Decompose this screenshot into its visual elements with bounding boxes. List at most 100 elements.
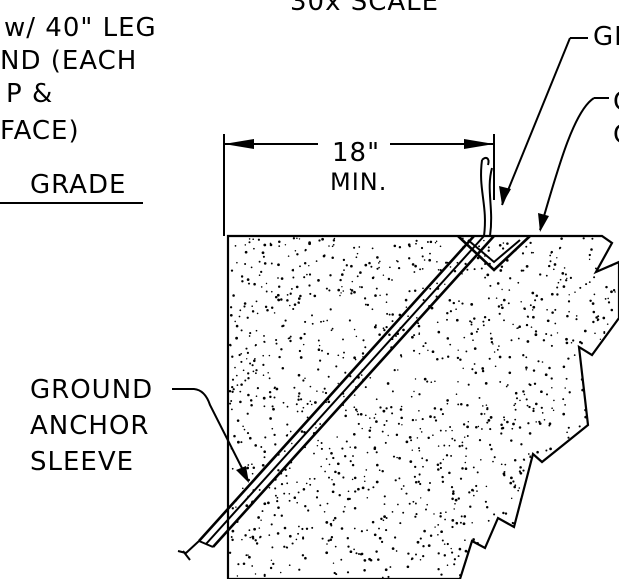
stipple-dot: [404, 298, 408, 302]
stipple-dot: [320, 320, 322, 323]
stipple-dot: [612, 289, 616, 292]
stipple-dot: [247, 377, 250, 380]
stipple-dot: [349, 288, 352, 291]
stipple-dot: [324, 470, 326, 473]
stipple-dot: [359, 286, 361, 288]
stipple-dot: [391, 547, 395, 550]
stipple-dot: [461, 444, 464, 447]
stipple-dot: [468, 491, 471, 494]
stipple-dot: [251, 305, 253, 308]
stipple-dot: [487, 297, 490, 300]
stipple-dot: [418, 449, 421, 452]
stipple-dot: [386, 312, 389, 315]
stipple-dot: [433, 407, 437, 410]
stipple-dot: [487, 249, 490, 252]
stipple-dot: [466, 268, 469, 271]
stipple-dot: [259, 536, 261, 539]
stipple-dot: [439, 466, 442, 470]
stipple-dot: [532, 251, 535, 254]
stipple-dot: [585, 283, 588, 286]
stipple-dot: [269, 243, 273, 247]
stipple-dot: [246, 351, 250, 355]
stipple-dot: [354, 490, 357, 493]
stipple-dot: [478, 438, 482, 442]
stipple-dot: [498, 355, 502, 359]
stipple-dot: [303, 261, 307, 265]
callout-cable: GI: [499, 22, 619, 206]
stipple-dot: [377, 558, 380, 561]
stipple-dot: [416, 540, 420, 544]
stipple-dot: [489, 443, 492, 446]
stipple-dot: [327, 539, 330, 542]
stipple-dot: [250, 403, 253, 407]
stipple-dot: [238, 315, 241, 318]
stipple-dot: [339, 294, 341, 297]
stipple-dot: [400, 355, 403, 358]
stipple-dot: [336, 462, 340, 466]
stipple-dot: [357, 487, 360, 491]
stipple-dot: [455, 308, 457, 311]
concrete-footing: [226, 234, 619, 579]
stipple-dot: [537, 360, 540, 363]
stipple-dot: [357, 413, 360, 416]
stipple-dot: [302, 379, 305, 382]
stipple-dot: [429, 252, 431, 255]
stipple-dot: [329, 308, 332, 311]
stipple-dot: [375, 398, 378, 401]
stipple-dot: [368, 261, 371, 265]
stipple-dot: [350, 289, 354, 292]
dimension-18-min: 18" MIN.: [223, 134, 495, 236]
stipple-dot: [373, 533, 377, 537]
stipple-dot: [385, 517, 388, 519]
stipple-dot: [442, 458, 445, 461]
stipple-dot: [243, 428, 246, 431]
stipple-dot: [435, 240, 438, 243]
stipple-dot: [517, 337, 520, 340]
stipple-dot: [610, 308, 614, 312]
stipple-dot: [244, 250, 248, 254]
stipple-dot: [263, 405, 266, 408]
stipple-dot: [264, 436, 267, 439]
stipple-dot: [241, 487, 244, 490]
stipple-dot: [550, 334, 553, 337]
stipple-dot: [460, 515, 463, 518]
stipple-dot: [590, 248, 593, 251]
stipple-dot: [510, 476, 513, 480]
stipple-dot: [289, 430, 292, 433]
stipple-dot: [262, 354, 265, 357]
stipple-dot: [378, 266, 380, 269]
stipple-dot: [436, 282, 439, 285]
stipple-dot: [235, 506, 237, 508]
stipple-dot: [520, 443, 523, 446]
stipple-dot: [472, 538, 475, 541]
stipple-dot: [453, 439, 456, 442]
stipple-dot: [366, 303, 370, 307]
stipple-dot: [424, 342, 427, 345]
stipple-dot: [584, 415, 588, 419]
stipple-dot: [340, 292, 342, 294]
stipple-dot: [520, 301, 522, 303]
stipple-dot: [512, 323, 514, 326]
stipple-dot: [511, 521, 514, 525]
stipple-dot: [453, 508, 455, 510]
stipple-dot: [500, 303, 503, 306]
stipple-dot: [310, 403, 313, 406]
stipple-dot: [514, 418, 517, 421]
stipple-dot: [246, 278, 250, 281]
stipple-dot: [369, 376, 372, 379]
stipple-dot: [334, 470, 337, 474]
stipple-dot: [252, 466, 256, 470]
stipple-dot: [540, 297, 544, 301]
stipple-dot: [502, 298, 506, 302]
stipple-dot: [229, 402, 232, 405]
stipple-dot: [408, 257, 411, 260]
stipple-dot: [418, 333, 421, 336]
stipple-dot: [573, 354, 576, 356]
stipple-dot: [346, 537, 349, 540]
stipple-dot: [423, 377, 427, 381]
stipple-dot: [368, 557, 371, 561]
stipple-dot: [564, 404, 566, 406]
stipple-dot: [248, 238, 251, 240]
stipple-dot: [306, 273, 308, 276]
stipple-dot: [296, 237, 298, 239]
